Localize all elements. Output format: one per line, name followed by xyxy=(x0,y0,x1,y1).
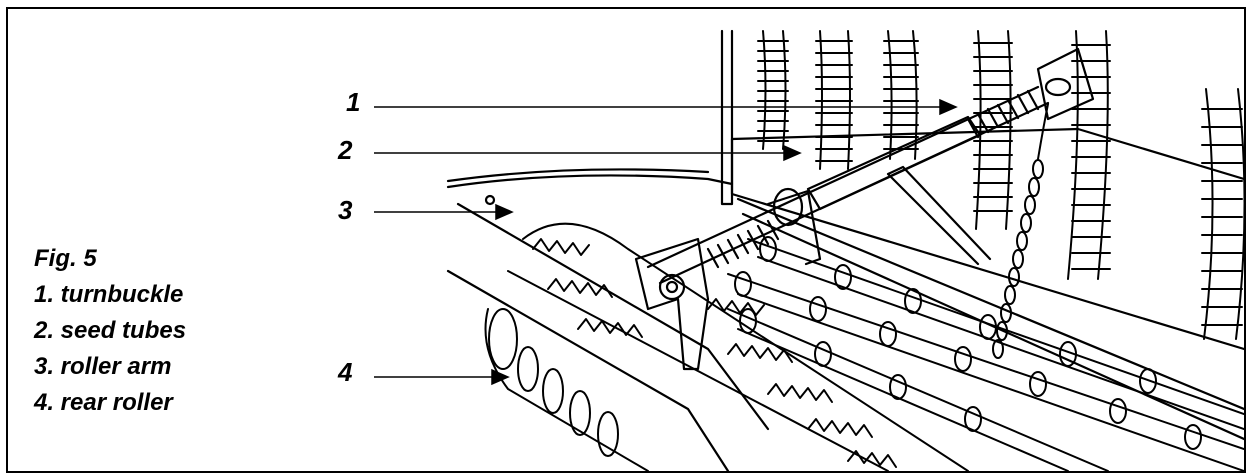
machine-illustration xyxy=(374,29,1244,471)
figure-frame: 1 2 3 4 Fig. 5 1. turnbuckle 2. seed tub… xyxy=(6,7,1246,473)
turnbuckle xyxy=(646,47,1095,285)
leader-lines xyxy=(374,98,958,386)
legend-item-turnbuckle: 1. turnbuckle xyxy=(34,281,184,308)
cage-roller xyxy=(507,222,969,471)
rear-roller xyxy=(484,308,649,471)
legend-item-roller-arm: 3. roller arm xyxy=(34,353,172,380)
chain xyxy=(992,103,1049,359)
arrowhead-1 xyxy=(939,98,958,116)
arrowhead-3 xyxy=(495,203,514,221)
callout-4: 4 xyxy=(338,357,353,387)
figure-title: Fig. 5 xyxy=(34,245,97,272)
seed-shafts xyxy=(727,236,1244,471)
legend-item-rear-roller: 4. rear roller xyxy=(34,389,173,416)
hopper-frame xyxy=(720,29,734,206)
figure-caption: Fig. 5 1. turnbuckle 2. seed tubes 3. ro… xyxy=(34,241,186,421)
legend-item-seed-tubes: 2. seed tubes xyxy=(34,317,187,344)
arrowhead-2 xyxy=(783,144,802,162)
callout-1: 1 xyxy=(346,87,361,117)
arrowhead-4 xyxy=(491,368,510,386)
roller-arm xyxy=(446,187,822,471)
callout-2: 2 xyxy=(338,135,353,165)
seed-tubes xyxy=(757,30,1244,340)
callout-3: 3 xyxy=(338,195,353,225)
